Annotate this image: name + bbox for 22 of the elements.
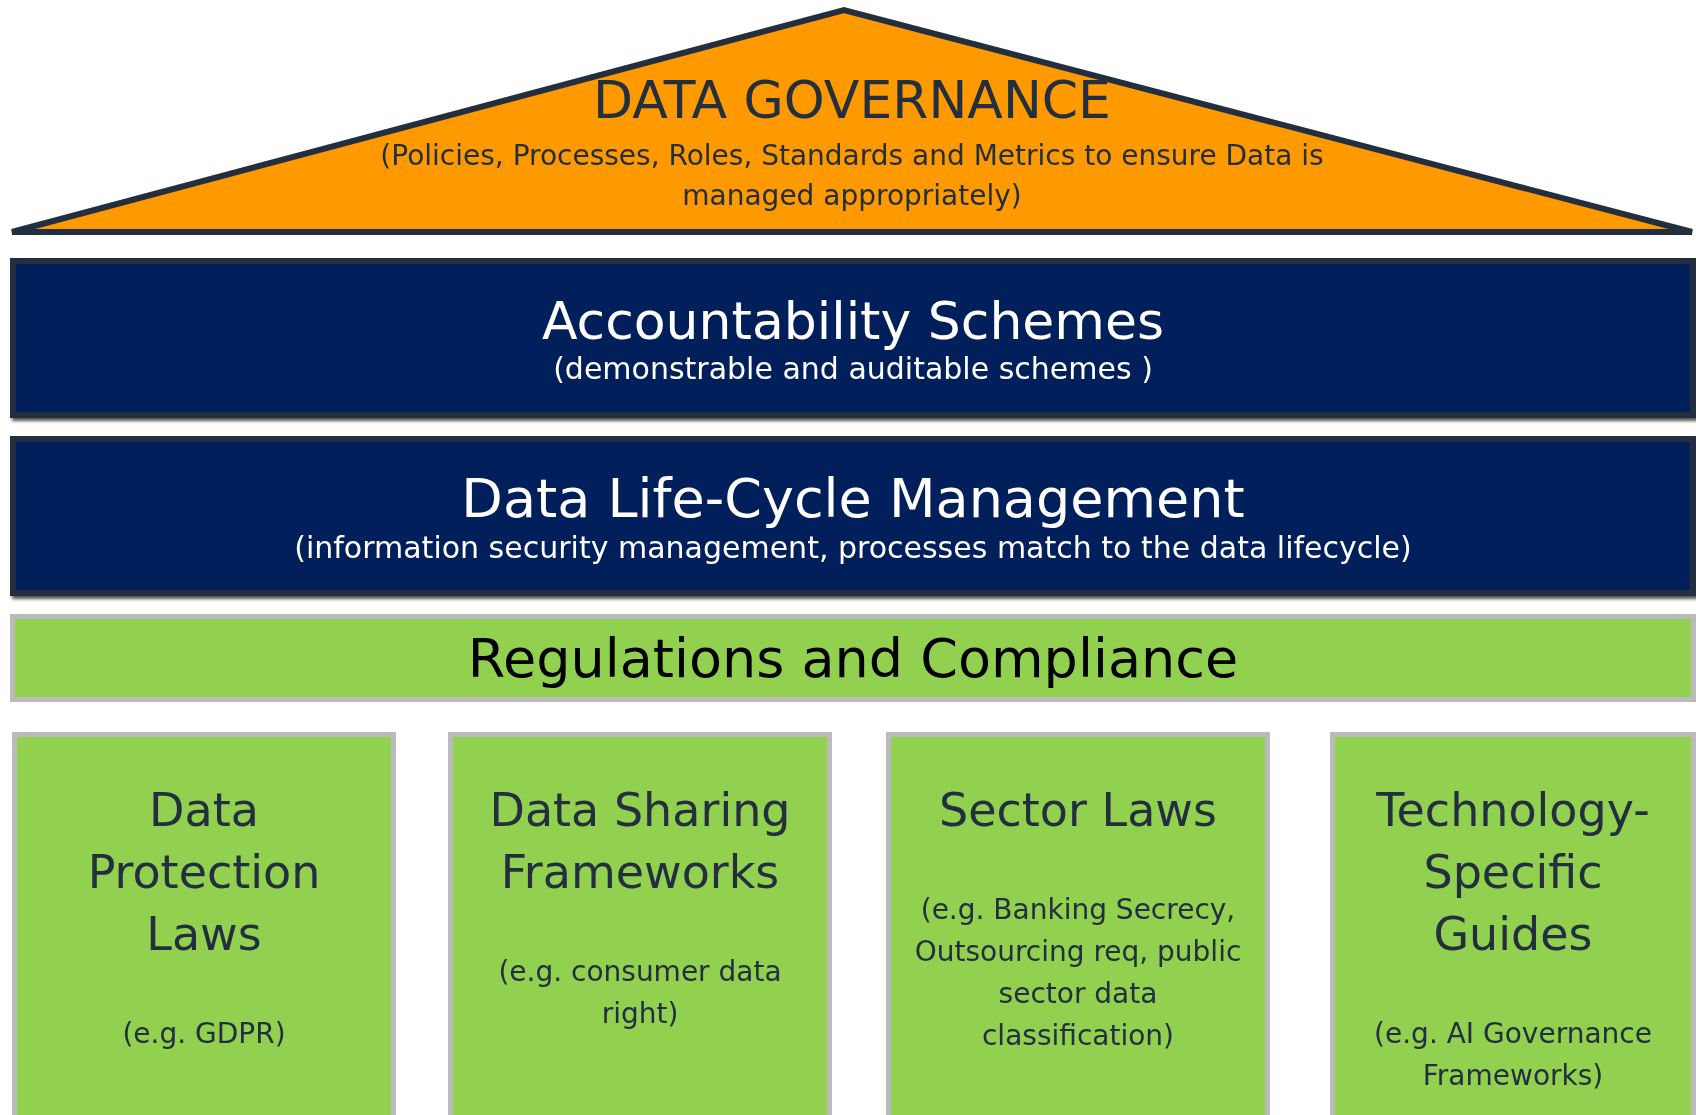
governance-description: (Policies, Processes, Roles, Standards and Metrics to ensure Data is managed appropriately) bbox=[379, 138, 1325, 214]
layer-band bbox=[10, 614, 1696, 702]
pillar-title: Technology-Specific Guides bbox=[1375, 782, 1651, 963]
band-title: Data Life-Cycle Management bbox=[461, 467, 1245, 530]
pillar-example: (e.g. consumer data right) bbox=[497, 954, 783, 1032]
pillar-title: Data Sharing Frameworks bbox=[488, 782, 792, 901]
pillar-title: Sector Laws bbox=[939, 782, 1217, 839]
band-title: Regulations and Compliance bbox=[467, 626, 1239, 690]
pillar-box bbox=[886, 732, 1270, 1115]
layer-band bbox=[10, 258, 1696, 418]
layer-band bbox=[10, 436, 1696, 596]
pillar-example: (e.g. AI Governance Frameworks) bbox=[1373, 1016, 1653, 1094]
pillar-box bbox=[12, 732, 396, 1115]
pillar-box bbox=[448, 732, 832, 1115]
pillar-title: Data Protection Laws bbox=[86, 782, 322, 963]
band-title: Accountability Schemes bbox=[541, 290, 1165, 351]
governance-heading: DATA GOVERNANCE bbox=[593, 70, 1111, 130]
band-subtitle: (demonstrable and auditable schemes ) bbox=[553, 350, 1153, 386]
band-subtitle: (information security management, processes match to the data lifecycle) bbox=[294, 530, 1412, 565]
pillar-example: (e.g. Banking Secrecy, Outsourcing req, public sector data classification) bbox=[913, 892, 1243, 1054]
pillar-example: (e.g. GDPR) bbox=[122, 1016, 286, 1052]
pillar-box bbox=[1330, 732, 1696, 1115]
